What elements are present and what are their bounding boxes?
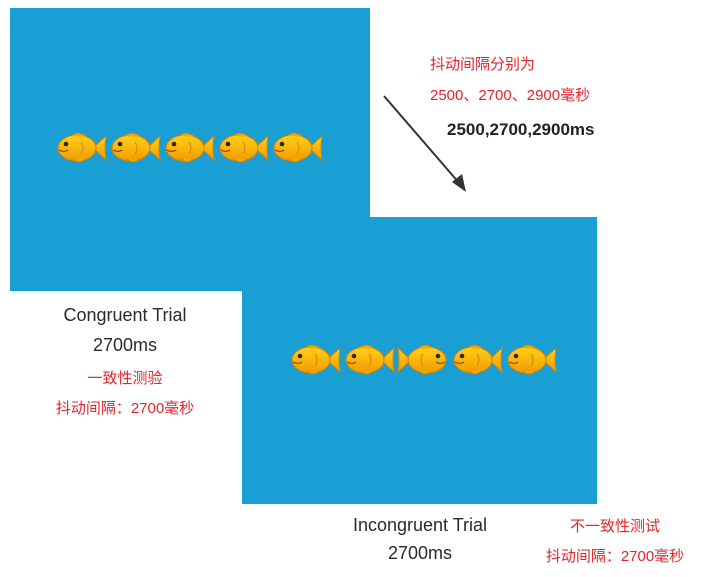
- arrow-icon: [383, 95, 466, 192]
- fish-icon: [273, 132, 323, 163]
- fish-icon: [219, 132, 269, 163]
- incongruent-trial-time: 2700ms: [387, 543, 453, 563]
- fish-icon: [291, 344, 341, 375]
- jitter-note-values-en: 2500,2700,2900ms: [447, 120, 595, 139]
- fish-icon: [397, 344, 447, 375]
- jitter-note-values-cn: 2500、2700、2900毫秒: [430, 87, 591, 104]
- incongruent-trial-title: Incongruent Trial: [352, 515, 488, 535]
- congruent-jitter-cn: 抖动间隔：2700毫秒: [55, 400, 195, 417]
- fish-icon: [345, 344, 395, 375]
- fish-icon: [165, 132, 215, 163]
- fish-icon: [453, 344, 503, 375]
- fish-icon: [111, 132, 161, 163]
- congruent-fish-row: [55, 128, 323, 168]
- congruent-trial-title: Congruent Trial: [63, 305, 187, 325]
- fish-icon: [57, 132, 107, 163]
- congruent-trial-label-cn: 一致性测验: [87, 370, 163, 387]
- incongruent-jitter-cn: 抖动间隔：2700毫秒: [545, 548, 685, 565]
- incongruent-trial-label-cn: 不一致性测试: [569, 518, 660, 535]
- congruent-trial-time: 2700ms: [92, 335, 158, 355]
- jitter-note-heading: 抖动间隔分别为: [430, 56, 536, 73]
- incongruent-fish-row: [289, 340, 557, 380]
- fish-icon: [507, 344, 557, 375]
- incongruent-trial-panel: [242, 217, 597, 504]
